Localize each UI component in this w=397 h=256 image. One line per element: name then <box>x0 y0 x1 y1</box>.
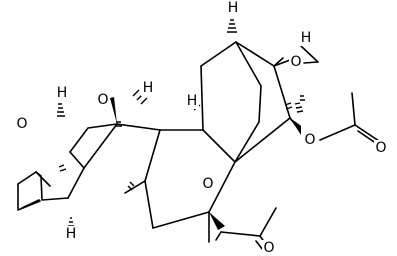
furan-oxygen: O <box>16 116 27 132</box>
bond-fur-2 <box>35 171 51 187</box>
ester-oxygen-lower: O <box>202 176 213 192</box>
bond-ringB-4 <box>273 65 291 119</box>
bond-thf-3 <box>69 123 118 153</box>
bond-ester-lower-2 <box>215 231 222 241</box>
bond-ringA-3 <box>144 180 154 229</box>
hash-right-junction <box>284 102 293 110</box>
hash-bridgehead-top <box>227 19 237 33</box>
bond-thf-4 <box>83 123 118 169</box>
bond-ringA-2 <box>144 129 161 182</box>
h-ring-fusion: H <box>66 226 77 242</box>
bond-thf-1 <box>67 167 85 199</box>
bond-fur-3 <box>17 183 41 211</box>
bond-fur-double <box>21 199 40 209</box>
bond-ester-upper-2 <box>319 124 356 141</box>
bond-bridge-4 <box>303 61 319 64</box>
bond-ester-lower-3 <box>220 231 261 237</box>
bond-thf-2 <box>69 151 85 169</box>
h-junction: H <box>187 93 198 109</box>
ring-oxygen-top: O <box>97 92 108 108</box>
hash-methyl <box>127 181 135 191</box>
bond-ringA-6 <box>202 129 236 163</box>
ester-oxygen-upper: O <box>304 132 315 148</box>
bond-ringB-3 <box>235 41 275 67</box>
bond-methyl-a <box>124 180 146 194</box>
epoxide-oxygen: O <box>290 54 301 70</box>
bond-ringA-4 <box>152 211 210 229</box>
oxygen-labels: O O O O O O O <box>16 54 386 256</box>
bond-ringB-6 <box>234 121 260 163</box>
hash-ring-fusion-low <box>58 164 67 172</box>
bond-bridge-3 <box>273 57 284 67</box>
h-methine-upper-right: H <box>301 30 312 46</box>
h-quaternary: H <box>143 80 154 96</box>
hydrogen-labels: H H H H H H <box>57 0 312 242</box>
bond-ringB-2 <box>200 41 237 67</box>
bond-ringA-5 <box>208 161 236 213</box>
carbonyl-oxygen-upper: O <box>375 140 386 156</box>
hash-acetal <box>57 103 65 117</box>
bond-ringB-8 <box>235 41 262 87</box>
hash-right-methine <box>294 102 304 113</box>
bond-fur-4 <box>17 171 37 185</box>
atom-backgrounds <box>15 0 388 256</box>
wedge-bonds <box>110 97 307 230</box>
hash-thf-acetal <box>115 121 122 127</box>
hash-furan-fusion <box>68 217 75 231</box>
bond-ester-lower-4 <box>259 207 277 237</box>
h-acetal: H <box>57 85 68 101</box>
hashed-bonds <box>57 19 305 231</box>
bond-ester-upper-3 <box>351 92 356 126</box>
h-bridgehead-top: H <box>228 0 239 16</box>
bond-ringB-1 <box>200 65 204 131</box>
bond-ringA-1 <box>116 123 161 131</box>
bond-ester-upper-4 <box>354 124 380 142</box>
bond-ringB-7 <box>258 85 262 123</box>
bond-bridge-2 <box>300 45 319 63</box>
wedge-methyl-upper <box>110 97 117 124</box>
carbonyl-oxygen-lower: O <box>263 240 274 256</box>
hash-upper-right-h <box>300 95 305 101</box>
wedge-ester-lower <box>209 212 225 230</box>
bond-ringB-5 <box>234 117 291 163</box>
